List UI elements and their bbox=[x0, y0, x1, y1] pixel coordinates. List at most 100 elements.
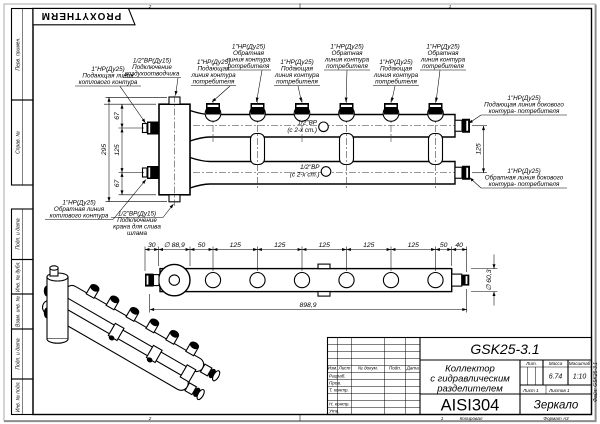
front-dimensions: 67 125 67 295 125 bbox=[101, 97, 487, 202]
callout-consumer-4: 1"НР(Ду25) Обратная линия контура потреб… bbox=[324, 44, 370, 103]
svg-text:потребителя: потребителя bbox=[228, 62, 270, 70]
callout-side-supply: 1"НР(Ду25) Подающая линия бокового конту… bbox=[468, 95, 567, 124]
mirror-note: Зеркало bbox=[534, 400, 579, 412]
svg-text:1"НР(Ду25): 1"НР(Ду25) bbox=[62, 200, 95, 207]
svg-text:1/2"ВР: 1/2"ВР bbox=[298, 120, 318, 127]
footer: 1 Копировал Формат А3 Файл: GSK25-3.1 bbox=[441, 362, 599, 421]
svg-text:Подающая линия: Подающая линия bbox=[82, 72, 134, 80]
svg-text:30: 30 bbox=[148, 242, 156, 249]
margin-sprav: Справ. № bbox=[15, 131, 21, 154]
svg-text:1"НР(Ду25): 1"НР(Ду25) bbox=[232, 44, 265, 51]
designation: GSK25-3.1 bbox=[470, 341, 539, 357]
material: AISI304 bbox=[441, 397, 500, 415]
zone-top-right: 1 bbox=[449, 4, 452, 9]
title-block: GSK25-3.1 Коллектор с гидравлическим раз… bbox=[326, 336, 593, 416]
plan-tab-top bbox=[317, 263, 331, 270]
dim-67-bottom: 67 bbox=[114, 180, 121, 188]
svg-text:шлама: шлама bbox=[127, 230, 148, 237]
svg-text:1"НР(Ду25): 1"НР(Ду25) bbox=[507, 168, 540, 175]
svg-text:125: 125 bbox=[274, 242, 286, 249]
zone-top-left: 2 bbox=[148, 4, 152, 9]
dim-125-right: 125 bbox=[476, 143, 483, 155]
row-nkontr: Н. контр. bbox=[329, 402, 350, 407]
svg-text:1"НР(Ду25): 1"НР(Ду25) bbox=[91, 66, 124, 73]
svg-text:контура- потребителя: контура- потребителя bbox=[489, 180, 560, 188]
logo-box: PROXYTHERM bbox=[32, 7, 136, 26]
tap-port-top bbox=[318, 121, 329, 133]
svg-text:1"НР(Ду25): 1"НР(Ду25) bbox=[507, 95, 540, 102]
callout-consumer-3: 1"НР(Ду25) Подающая линия контура потреб… bbox=[274, 59, 320, 103]
dim-67-top: 67 bbox=[114, 112, 121, 120]
callout-consumer-6: 1"НР(Ду25) Обратная линия контура потреб… bbox=[420, 44, 466, 103]
callout-consumer-5: 1"НР(Ду25) Подающая линия контура потреб… bbox=[373, 59, 419, 103]
svg-text:125: 125 bbox=[408, 242, 420, 249]
footer-copy: Копировал bbox=[460, 416, 483, 421]
callout-side-return: 1"НР(Ду25) Обратная линия бокового конту… bbox=[469, 168, 567, 189]
iso-end-ports bbox=[184, 363, 221, 401]
margin-perv-primen: Перв. примен. bbox=[15, 37, 21, 70]
svg-text:40: 40 bbox=[455, 242, 463, 249]
svg-text:линия контура: линия контура bbox=[373, 72, 419, 79]
callout-air-vent: 1/2"ВР(Ду15) Подключение воздухоотводчик… bbox=[123, 58, 181, 96]
svg-text:линия контура: линия контура bbox=[274, 72, 320, 79]
dim-125-mid: 125 bbox=[114, 144, 121, 156]
consumer-ports bbox=[204, 103, 444, 122]
svg-text:линия контура: линия контура bbox=[190, 72, 236, 79]
svg-text:воздухоотводчика: воздухоотводчика bbox=[125, 70, 180, 78]
margin-inv-podl: Инв. № подл. bbox=[15, 381, 21, 412]
svg-text:50: 50 bbox=[440, 242, 448, 249]
callout-drain: 1/2"ВР(Ду15) Подключение крана для слива… bbox=[111, 203, 174, 237]
svg-text:125: 125 bbox=[230, 242, 242, 249]
mass-value: 6.74 bbox=[549, 374, 563, 381]
dim-295: 295 bbox=[101, 144, 108, 157]
svg-text:50: 50 bbox=[198, 242, 206, 249]
iso-body bbox=[43, 265, 69, 344]
plan-body-inner bbox=[168, 274, 181, 286]
plan-left-port bbox=[145, 273, 160, 287]
col-header-izm: Изм. bbox=[328, 366, 338, 371]
part-name-line1: Коллектор bbox=[445, 364, 495, 375]
zone-bottom-left: 2 bbox=[148, 416, 152, 421]
svg-text:потребителя: потребителя bbox=[422, 62, 464, 70]
callout-consumer-2: 1"НР(Ду25) Обратная линия контура потреб… bbox=[225, 44, 271, 103]
scale-value: 1:10 bbox=[573, 374, 587, 381]
svg-text:1"НР(Ду25): 1"НР(Ду25) bbox=[197, 59, 230, 66]
svg-text:котлового контура: котлового контура bbox=[79, 79, 138, 86]
sheet-label: Лист 1 bbox=[522, 388, 539, 393]
svg-text:Обратная линия: Обратная линия bbox=[54, 205, 105, 213]
svg-text:Подающая: Подающая bbox=[197, 65, 230, 73]
svg-text:Обратная: Обратная bbox=[331, 49, 363, 57]
svg-text:котлового контура: котлового контура bbox=[50, 213, 109, 220]
svg-text:125: 125 bbox=[363, 242, 375, 249]
plan-right-port bbox=[451, 273, 470, 287]
callout-boiler-return: 1"НР(Ду25) Обратная линия котлового конт… bbox=[45, 179, 147, 220]
svg-text:898,9: 898,9 bbox=[299, 302, 316, 309]
svg-text:Обратная: Обратная bbox=[427, 49, 459, 57]
file-label: Файл: GSK25-3.1 bbox=[592, 362, 599, 402]
svg-text:1/2"ВР(Ду15): 1/2"ВР(Ду15) bbox=[133, 58, 171, 65]
col-header-docnum: № докум. bbox=[358, 366, 378, 371]
iso-ports bbox=[85, 283, 200, 357]
margin-podp-data-2: Подп. и дата bbox=[15, 338, 21, 370]
row-prov: Пров. bbox=[329, 381, 341, 386]
svg-text:Подключение: Подключение bbox=[132, 63, 172, 71]
svg-text:линия контура: линия контура bbox=[225, 57, 271, 64]
margin-vzam-inv: Взам. инв. № bbox=[15, 295, 21, 327]
sheet-border: 2 1 2 bbox=[3, 3, 597, 423]
margin-podp-data-1: Подп. и дата bbox=[15, 218, 21, 250]
svg-text:∅ 88,9: ∅ 88,9 bbox=[164, 242, 185, 249]
plan-dimensions: 30 ∅ 88,9 50 125 125 125 125 125 50 40 8… bbox=[144, 242, 498, 313]
row-tkontr: Т. контр. bbox=[329, 388, 349, 393]
svg-text:линия контура: линия контура bbox=[420, 57, 466, 64]
svg-text:Обратная линия бокового: Обратная линия бокового bbox=[485, 174, 564, 182]
boiler-supply-port bbox=[141, 121, 159, 135]
svg-text:1/2"ВР(Ду15): 1/2"ВР(Ду15) bbox=[118, 211, 156, 218]
svg-text:Обратная: Обратная bbox=[233, 49, 265, 57]
svg-text:Подающая: Подающая bbox=[380, 65, 413, 73]
side-return-port bbox=[454, 165, 470, 180]
boiler-return-port bbox=[141, 166, 159, 179]
svg-text:крана для слива: крана для слива bbox=[113, 223, 161, 231]
callout-consumer-1: 1"НР(Ду25) Подающая линия контура потреб… bbox=[190, 59, 236, 103]
sheets-label: Листов 1 bbox=[548, 388, 570, 393]
